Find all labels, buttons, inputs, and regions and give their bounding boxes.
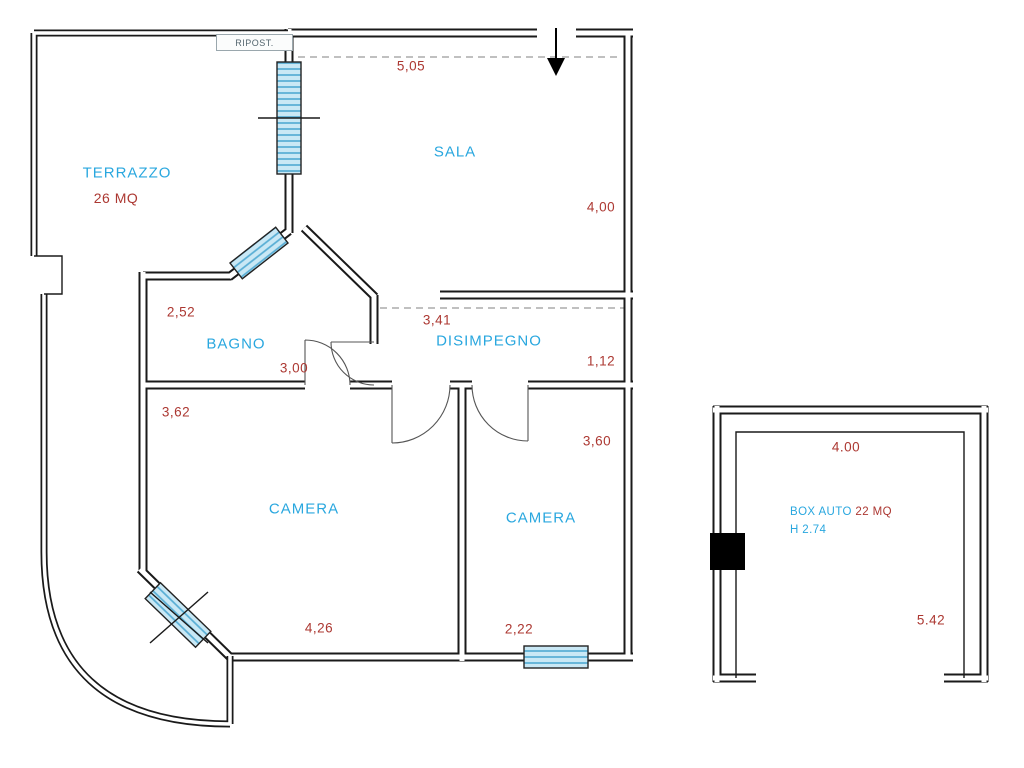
garage-pillar	[710, 533, 745, 570]
dim-camera2-width: 2,22	[504, 621, 534, 637]
dim-camera2-depth: 3,60	[582, 433, 612, 449]
window-camera2	[523, 645, 589, 669]
dim-disimpegno-width: 3,41	[422, 312, 452, 328]
dim-bagno-depth: 2,52	[166, 304, 196, 320]
garage-height: H 2.74	[790, 524, 827, 536]
garage-area: 22 MQ	[855, 506, 892, 518]
camera1-label: CAMERA	[268, 500, 340, 518]
dim-bagno-width: 3,00	[279, 360, 309, 376]
garage-label: BOX AUTO 22 MQ	[790, 506, 892, 518]
dim-garage-width: 4.00	[831, 439, 861, 455]
dashed-dimension-lines	[298, 56, 624, 309]
dim-disimpegno-depth: 1,12	[586, 353, 616, 369]
window-diagonal-top	[229, 226, 289, 280]
sala-label: SALA	[433, 143, 477, 161]
camera2-label: CAMERA	[505, 509, 577, 527]
dim-camera1-depth: 3,62	[161, 404, 191, 420]
terrazzo-area: 26 MQ	[93, 190, 139, 206]
bagno-label: BAGNO	[206, 335, 266, 353]
garage-walls	[710, 406, 988, 682]
dim-sala-depth: 4,00	[586, 199, 616, 215]
terrace-parapet	[34, 33, 288, 724]
dim-sala-width: 5,05	[396, 58, 426, 74]
door-arcs	[304, 339, 529, 444]
ripostiglio-label: RIPOST.	[235, 37, 274, 48]
windows	[144, 61, 589, 669]
garage-name: BOX AUTO	[790, 506, 852, 518]
dim-camera1-width: 4,26	[304, 620, 334, 636]
entrance-arrow-icon	[547, 28, 565, 76]
dim-garage-depth: 5.42	[916, 612, 946, 628]
disimpegno-label: DISIMPEGNO	[436, 332, 542, 350]
room-ripostiglio: RIPOST.	[216, 34, 293, 51]
terrazzo-label: TERRAZZO	[82, 164, 172, 182]
